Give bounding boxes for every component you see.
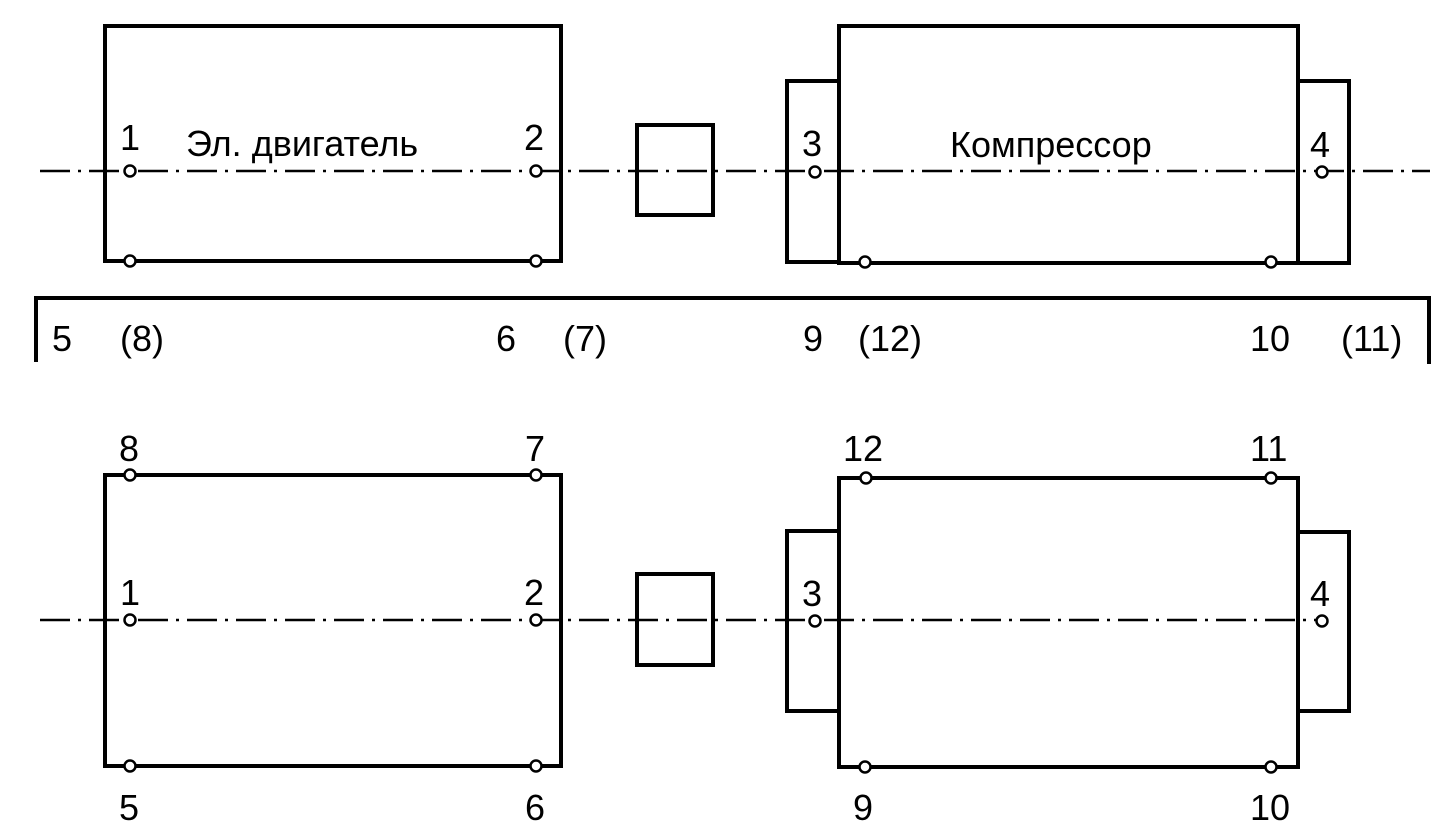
top-view: Эл. двигатель Компрессор 1 2 3 4 xyxy=(40,24,1430,269)
side-label-12: (12) xyxy=(858,318,922,359)
bottom-compressor-body xyxy=(837,476,1300,769)
bottom-label-1: 1 xyxy=(120,572,140,613)
bottom-label-4: 4 xyxy=(1310,573,1330,614)
bottom-label-2: 2 xyxy=(524,572,544,613)
top-point-6-7 xyxy=(529,254,543,268)
side-bar-outline xyxy=(34,296,1431,364)
bottom-point-3 xyxy=(808,614,822,628)
top-point-5-8 xyxy=(123,254,137,268)
top-motor-label: Эл. двигатель xyxy=(186,123,418,164)
bottom-point-4 xyxy=(1315,614,1329,628)
top-point-1 xyxy=(123,164,137,178)
bottom-compressor-right-flange xyxy=(1296,530,1351,713)
bottom-point-5 xyxy=(123,759,137,773)
bottom-label-9: 9 xyxy=(853,787,873,828)
side-view-bar: 5 (8) 6 (7) 9 (12) 10 (11) xyxy=(34,296,1431,364)
bottom-label-6: 6 xyxy=(525,787,545,828)
bottom-label-12: 12 xyxy=(843,428,883,469)
bottom-label-8: 8 xyxy=(119,428,139,469)
bottom-point-12 xyxy=(859,471,873,485)
bottom-point-9 xyxy=(858,760,872,774)
top-point-3 xyxy=(808,165,822,179)
top-compressor-right-flange xyxy=(1296,79,1351,265)
bottom-point-6 xyxy=(529,759,543,773)
top-point-2-label: 2 xyxy=(524,117,544,158)
bottom-point-7 xyxy=(529,468,543,482)
bottom-label-11: 11 xyxy=(1250,428,1287,469)
side-label-11: (11) xyxy=(1341,318,1402,359)
side-label-6: 6 xyxy=(496,318,516,359)
bottom-label-3: 3 xyxy=(802,573,822,614)
bottom-label-10: 10 xyxy=(1250,787,1290,828)
side-label-10: 10 xyxy=(1250,318,1290,359)
side-label-9: 9 xyxy=(803,318,823,359)
top-point-9-12 xyxy=(858,255,872,269)
bottom-point-10 xyxy=(1264,760,1278,774)
bottom-point-1 xyxy=(123,613,137,627)
top-point-2 xyxy=(529,164,543,178)
top-point-4 xyxy=(1315,165,1329,179)
top-coupling xyxy=(635,123,715,217)
top-point-3-label: 3 xyxy=(802,123,822,164)
bottom-point-11 xyxy=(1264,471,1278,485)
top-motor-body xyxy=(103,24,563,263)
bottom-label-7: 7 xyxy=(525,428,545,469)
side-label-5: 5 xyxy=(52,318,72,359)
side-label-8: (8) xyxy=(120,318,164,359)
bottom-motor-body xyxy=(103,473,563,768)
bottom-label-5: 5 xyxy=(119,787,139,828)
bottom-point-2 xyxy=(529,613,543,627)
top-point-4-label: 4 xyxy=(1310,124,1330,165)
bottom-view: 8 7 12 11 1 2 3 4 5 6 9 10 xyxy=(40,428,1351,828)
bottom-coupling xyxy=(635,572,715,667)
top-point-1-label: 1 xyxy=(120,117,140,158)
side-label-7: (7) xyxy=(563,318,607,359)
top-point-10-11 xyxy=(1264,255,1278,269)
bottom-point-8 xyxy=(123,468,137,482)
top-compressor-label: Компрессор xyxy=(950,124,1152,165)
